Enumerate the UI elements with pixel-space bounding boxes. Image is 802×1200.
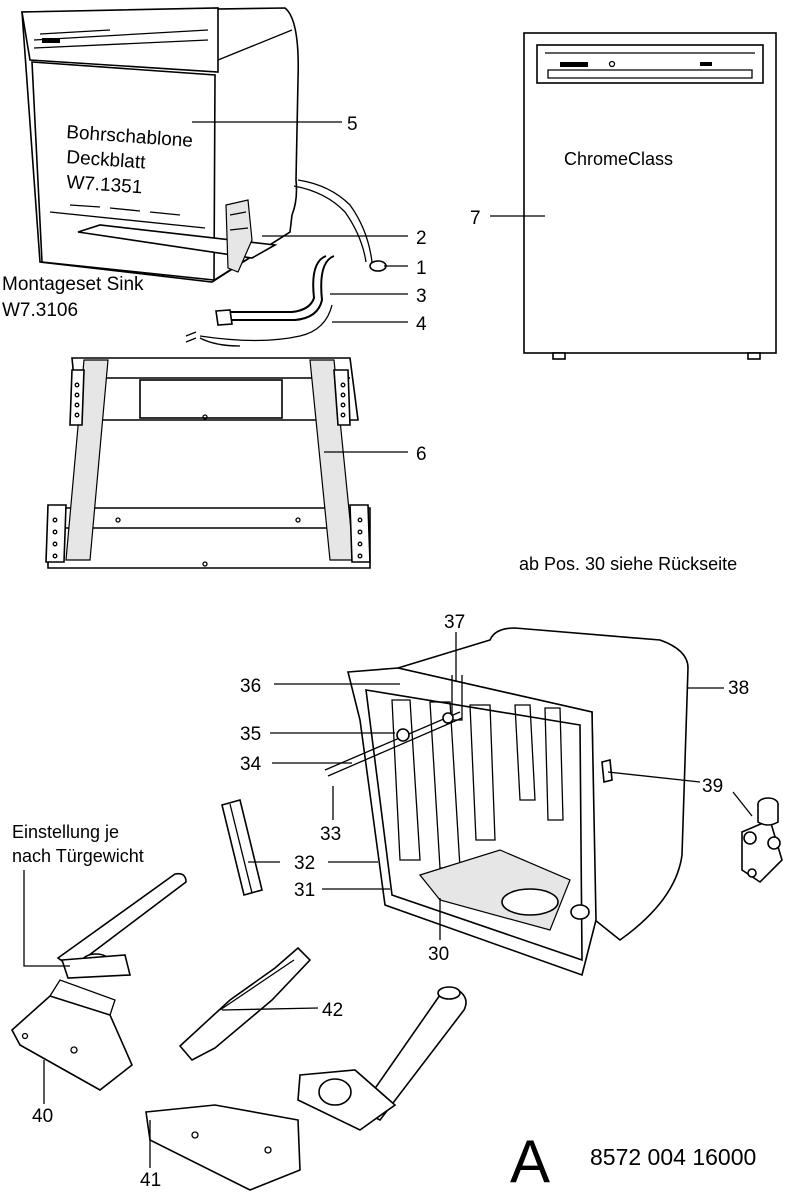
- callout-5: 5: [347, 114, 358, 135]
- right-hinge: [145, 986, 467, 1191]
- door-weight-note: Einstellung je nach Türgewicht: [12, 822, 144, 866]
- door-weight-line-2: nach Türgewicht: [12, 846, 144, 866]
- mounting-set-line-2: W7.3106: [2, 300, 78, 321]
- callout-32: 32: [294, 853, 315, 874]
- door-weight-line-1: Einstellung je: [12, 822, 119, 842]
- callout-4: 4: [416, 314, 427, 335]
- frame-holes: [52, 382, 363, 567]
- callout-37: 37: [444, 612, 465, 633]
- callout-36: 36: [240, 676, 261, 697]
- callout-34: 34: [240, 754, 262, 775]
- left-hinge: [10, 872, 187, 1091]
- callout-33: 33: [320, 824, 341, 845]
- rear-side-note: ab Pos. 30 siehe Rückseite: [519, 554, 737, 574]
- sheet-letter: A: [510, 1128, 550, 1195]
- callout-38: 38: [728, 678, 749, 699]
- dishwasher-front-panel: [21, 7, 387, 283]
- callout-6: 6: [416, 444, 427, 465]
- callout-7: 7: [470, 208, 481, 229]
- dishwasher-tub: [324, 627, 689, 977]
- mounting-frame: [45, 357, 371, 569]
- mounting-set-line-1: Montageset Sink: [2, 274, 144, 295]
- brand-text: ChromeClass: [564, 149, 673, 169]
- hinge-cover: [178, 946, 312, 1062]
- callout-3: 3: [416, 286, 427, 307]
- hoses-and-cable: [185, 255, 335, 347]
- sheet-code: 8572 004 16000: [590, 1144, 756, 1170]
- integrated-front-panel: ChromeClass: [523, 32, 777, 360]
- callout-39: 39: [702, 776, 723, 797]
- callout-2: 2: [416, 228, 427, 249]
- hinge-bracket: [741, 797, 783, 884]
- callout-numbers: 5 2 1 3 4 6 7 37 36 38 35 34 39 33 32 31…: [32, 114, 749, 1191]
- door-seal-strip: [221, 799, 263, 896]
- mounting-set-label: Montageset Sink W7.3106: [2, 274, 144, 321]
- leader-lines: [23, 121, 753, 1168]
- sheet-identifier: A 8572 004 16000: [510, 1128, 756, 1195]
- callout-1: 1: [416, 258, 427, 279]
- callout-35: 35: [240, 724, 261, 745]
- callout-40: 40: [32, 1106, 53, 1127]
- callout-30: 30: [428, 944, 449, 965]
- callout-42: 42: [322, 1000, 343, 1021]
- callout-31: 31: [294, 880, 315, 901]
- callout-41: 41: [140, 1170, 161, 1191]
